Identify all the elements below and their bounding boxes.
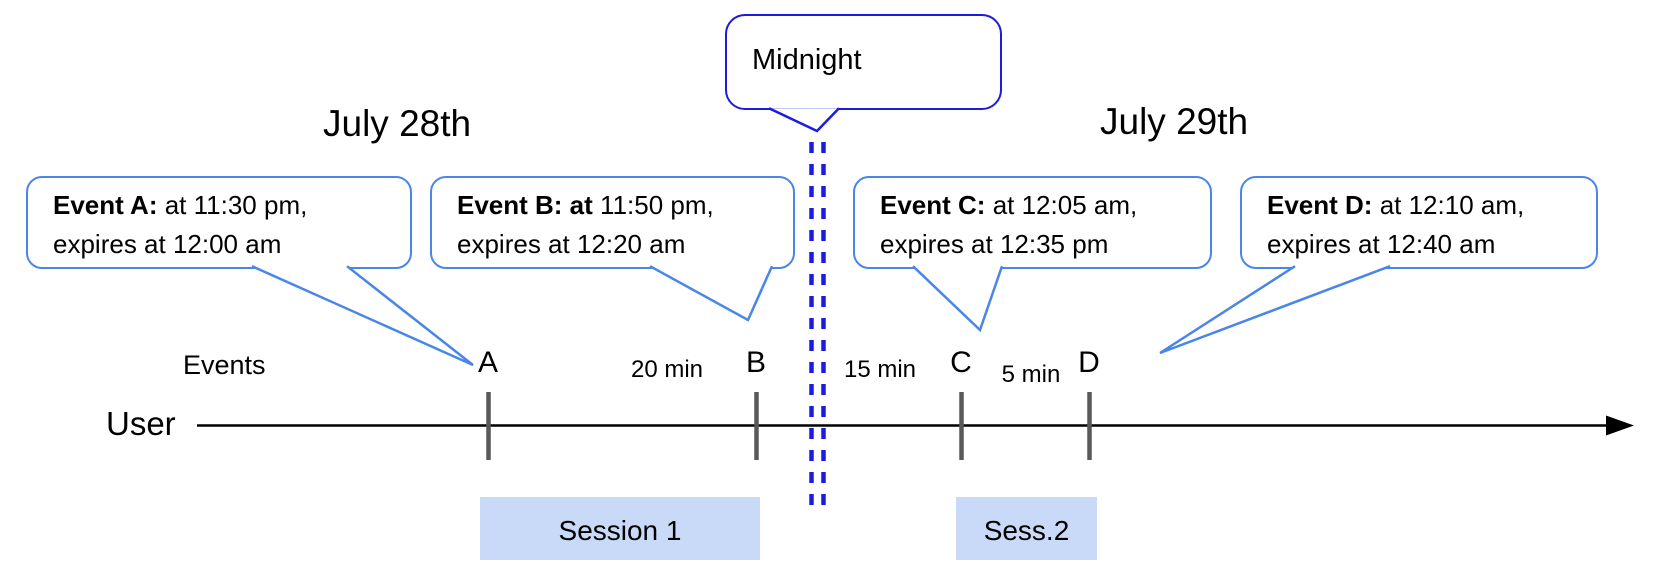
- midnight-label: Midnight: [752, 44, 862, 76]
- event-b-callout-tail: [649, 265, 774, 322]
- midnight-bubble-tail: [768, 107, 840, 133]
- session-2-label: Sess.2: [983, 515, 1070, 546]
- tick-label-a: A: [477, 346, 498, 379]
- tick-label-b: B: [745, 346, 766, 379]
- event-a-callout-tail: [251, 265, 474, 367]
- event-d-callout-tail: [1159, 265, 1391, 355]
- events-axis-label: Events: [183, 350, 266, 380]
- timeline-arrowhead-icon: [1606, 415, 1634, 436]
- event-b-title: Event B: at: [457, 190, 593, 220]
- tick-label-d: D: [1078, 346, 1100, 379]
- event-b-callout-bubble: Event B: at 11:50 pm, expires at 12:20 a…: [430, 176, 795, 269]
- event-a-title: Event A:: [53, 190, 158, 220]
- event-a-callout-bubble: Event A: at 11:30 pm, expires at 12:00 a…: [26, 176, 412, 269]
- event-b-text: Event B: at 11:50 pm, expires at 12:20 a…: [457, 190, 714, 259]
- user-axis-label: User: [106, 405, 176, 442]
- date-heading-july-29: July 29th: [1100, 101, 1249, 142]
- midnight-callout-bubble: Midnight: [725, 14, 1002, 110]
- tick-label-c: C: [950, 346, 972, 379]
- event-c-callout-tail: [912, 265, 1004, 333]
- event-d-title: Event D:: [1267, 190, 1373, 220]
- event-a-text: Event A: at 11:30 pm, expires at 12:00 a…: [53, 190, 308, 259]
- event-c-text: Event C: at 12:05 am, expires at 12:35 p…: [880, 190, 1138, 259]
- event-d-callout-bubble: Event D: at 12:10 am, expires at 12:40 a…: [1240, 176, 1598, 269]
- gap-label-15min: 15 min: [843, 356, 917, 383]
- gap-label-20min: 20 min: [630, 356, 704, 383]
- event-c-callout-bubble: Event C: at 12:05 am, expires at 12:35 p…: [853, 176, 1212, 269]
- session-1-box: Session 1: [480, 497, 760, 560]
- gap-label-5min: 5 min: [1001, 361, 1061, 388]
- session-2-box: Sess.2: [956, 497, 1097, 560]
- date-heading-july-28: July 28th: [323, 103, 472, 144]
- event-c-title: Event C:: [880, 190, 986, 220]
- event-d-text: Event D: at 12:10 am, expires at 12:40 a…: [1267, 190, 1525, 259]
- session-1-label: Session 1: [558, 515, 682, 546]
